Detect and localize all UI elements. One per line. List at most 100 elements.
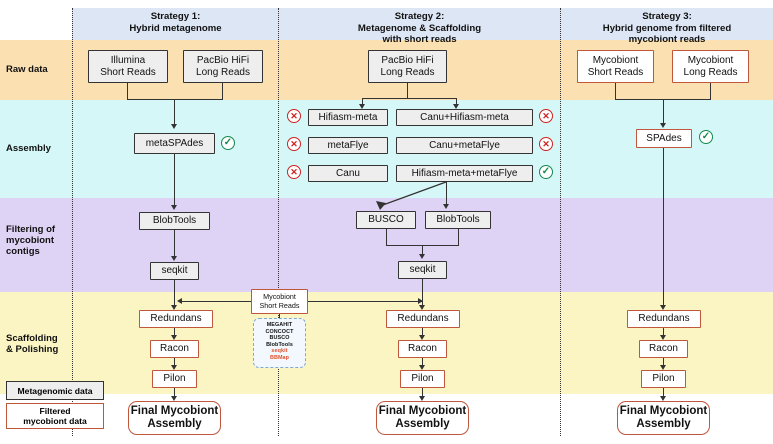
s1-connector-illumina-down xyxy=(127,83,129,100)
s3-long-reads-line-2: Long Reads xyxy=(683,66,738,78)
s3-redundans-box[interactable]: Redundans xyxy=(627,310,701,328)
s3-racon-box[interactable]: Racon xyxy=(639,340,688,358)
s2-blobtools-box[interactable]: BlobTools xyxy=(425,211,491,229)
row-label-scaffolding: Scaffolding xyxy=(6,333,58,344)
tool-busco: BUSCO xyxy=(269,335,290,342)
s3-connector-long-reads-down xyxy=(710,83,712,100)
s3-arrow-to-assembly xyxy=(660,123,666,128)
s2-connector-split-left xyxy=(362,98,364,106)
s1-metaspades-pass-icon: ✓ xyxy=(221,136,235,150)
shared-reads-line-2: Short Reads xyxy=(259,300,300,310)
s2-canu-box[interactable]: Canu xyxy=(308,165,388,182)
s1-final-line-1: Final Mycobiont xyxy=(130,405,219,417)
s2-connector-blobtools-down xyxy=(458,229,460,246)
row-label-assembly: Assembly xyxy=(6,143,51,154)
tool-megahit: MEGAHIT xyxy=(266,322,293,328)
legend-filtered-line-2: mycobiont data xyxy=(23,416,87,426)
legend: Metagenomic data Filtered mycobiont data xyxy=(6,381,104,429)
s3-racon-label: Racon xyxy=(649,343,678,355)
shared-reads-arrow-right xyxy=(418,298,423,304)
s2-arrow-to-racon xyxy=(419,335,425,340)
s2-connector-pilon-to-final xyxy=(422,388,424,399)
s3-spades-box[interactable]: SPAdes xyxy=(636,129,692,148)
s3-final-line-2: Assembly xyxy=(636,418,691,430)
s2-busco-box[interactable]: BUSCO xyxy=(356,211,416,229)
s2-canu-metaflye-box[interactable]: Canu+metaFlye xyxy=(396,137,533,154)
legend-filtered-mycobiont-data: Filtered mycobiont data xyxy=(6,403,104,429)
s1-final-assembly-box[interactable]: Final Mycobiont Assembly xyxy=(128,401,221,435)
s2-seqkit-label: seqkit xyxy=(409,264,436,276)
s1-redundans-label: Redundans xyxy=(150,313,202,325)
s2-connector-redundans-to-racon xyxy=(422,328,424,337)
s3-final-assembly-box[interactable]: Final Mycobiont Assembly xyxy=(617,401,710,435)
s1-seqkit-box[interactable]: seqkit xyxy=(150,262,199,280)
s1-redundans-box[interactable]: Redundans xyxy=(139,310,213,328)
header-gutter xyxy=(0,0,72,40)
s3-short-reads-line-2: Short Reads xyxy=(587,66,644,78)
s3-arrow-to-pilon xyxy=(660,365,666,370)
strategy-2-title-line-3: with short reads xyxy=(382,34,457,45)
s1-blobtools-box[interactable]: BlobTools xyxy=(139,212,210,230)
s1-illumina-short-reads-box[interactable]: Illumina Short Reads xyxy=(88,50,168,83)
s3-pilon-label: Pilon xyxy=(652,373,675,385)
row-label-filtering-3: contigs xyxy=(6,246,40,257)
row-label-scaffolding-2: & Polishing xyxy=(6,344,59,355)
s1-illumina-line-2: Short Reads xyxy=(100,66,156,78)
s3-connector-assembly-to-redundans xyxy=(663,148,665,308)
s2-redundans-box[interactable]: Redundans xyxy=(386,310,460,328)
x-glyph: ✕ xyxy=(290,166,298,177)
s2-arrow-to-final xyxy=(419,396,425,401)
strategy-3-title-line-2: Hybrid genome from filtered xyxy=(602,22,732,34)
s2-connector-to-busco xyxy=(376,181,447,210)
s3-connector-racon-to-pilon xyxy=(663,358,665,367)
s2-pacbio-line-1: PacBio HiFi xyxy=(381,55,434,66)
s1-racon-box[interactable]: Racon xyxy=(150,340,199,358)
s2-hifiasm-meta-box[interactable]: Hifiasm-meta xyxy=(308,109,388,126)
s2-canu-hifiasm-meta-box[interactable]: Canu+Hifiasm-meta xyxy=(396,109,533,126)
x-glyph: ✕ xyxy=(290,138,298,149)
s2-arrow-to-redundans xyxy=(419,305,425,310)
s2-pacbio-long-reads-box[interactable]: PacBio HiFi Long Reads xyxy=(368,50,447,83)
s3-arrow-to-final xyxy=(660,396,666,401)
s2-connector-seqkit-to-redundans xyxy=(422,279,424,308)
s3-mycobiont-short-reads-box[interactable]: Mycobiont Short Reads xyxy=(577,50,654,83)
s3-pilon-box[interactable]: Pilon xyxy=(641,370,686,388)
s1-blobtools-label: BlobTools xyxy=(152,215,197,227)
s2-connector-racon-to-pilon xyxy=(422,358,424,367)
s1-seqkit-label: seqkit xyxy=(161,265,188,277)
s1-arrow-to-racon xyxy=(171,335,177,340)
shared-reads-connector-left xyxy=(181,301,253,303)
s2-connector-split xyxy=(362,98,457,100)
x-glyph: ✕ xyxy=(290,110,298,121)
s2-seqkit-box[interactable]: seqkit xyxy=(398,261,447,279)
divider-left xyxy=(72,8,73,436)
tool-bbmap: BBMap xyxy=(269,354,290,361)
s2-hifiasm-metaflye-box[interactable]: Hifiasm-meta+metaFlye xyxy=(396,165,533,182)
s1-connector-redundans-to-racon xyxy=(174,328,176,337)
divider-strategy1-2 xyxy=(278,8,279,436)
s2-blobtools-label: BlobTools xyxy=(436,214,480,226)
shared-mycobiont-short-reads-box[interactable]: Mycobiont Short Reads xyxy=(251,289,308,314)
s1-arrow-to-final xyxy=(171,396,177,401)
s1-arrow-to-blobtools xyxy=(171,205,177,210)
s2-connector-busco-down xyxy=(386,229,388,246)
s2-pilon-box[interactable]: Pilon xyxy=(400,370,445,388)
row-label-filtering: Filtering of xyxy=(6,224,56,235)
s2-final-assembly-box[interactable]: Final Mycobiont Assembly xyxy=(376,401,469,435)
column-title-strategy-1: Strategy 1: Hybrid metagenome xyxy=(74,11,277,34)
s2-final-line-2: Assembly xyxy=(395,418,450,430)
s2-arrow-to-seqkit xyxy=(419,254,425,259)
s2-pacbio-line-2: Long Reads xyxy=(380,66,435,78)
x-glyph: ✕ xyxy=(542,110,550,121)
s2-metaflye-box[interactable]: metaFlye xyxy=(308,137,388,154)
shared-reads-tool-list: MEGAHIT CONCOCT BUSCO BlobTools seqkit B… xyxy=(253,318,306,368)
s3-final-line-1: Final Mycobiont xyxy=(619,405,708,417)
s1-pacbio-long-reads-box[interactable]: PacBio HiFi Long Reads xyxy=(183,50,263,83)
s2-redundans-label: Redundans xyxy=(397,313,449,325)
s1-pilon-box[interactable]: Pilon xyxy=(152,370,197,388)
s1-metaspades-box[interactable]: metaSPAdes xyxy=(134,133,215,154)
s3-mycobiont-long-reads-box[interactable]: Mycobiont Long Reads xyxy=(672,50,749,83)
s2-racon-box[interactable]: Racon xyxy=(398,340,447,358)
s2-hifiasm-metaflye-pass-icon: ✓ xyxy=(539,165,553,179)
s2-final-line-1: Final Mycobiont xyxy=(378,405,467,417)
